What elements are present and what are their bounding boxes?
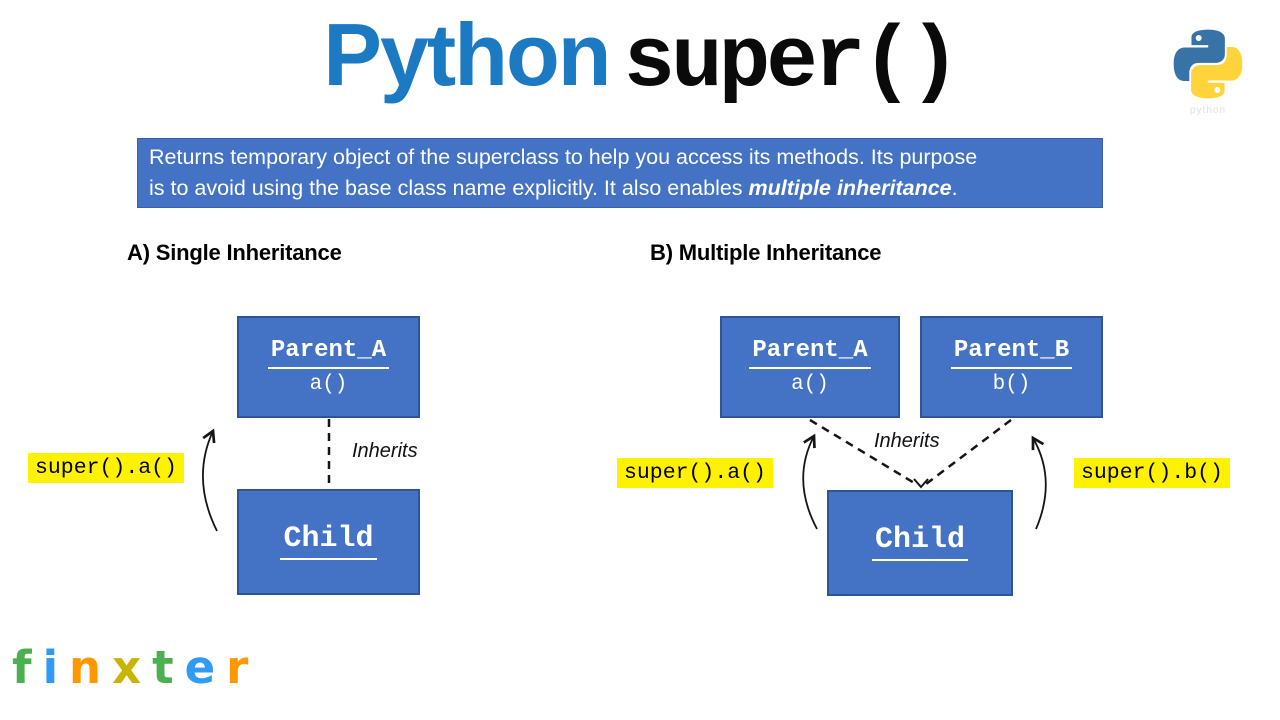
finxter-logo: f i n x t e r (12, 645, 248, 690)
class-box-single-parent-a: Parent_A a() (237, 316, 420, 418)
title-word-python: Python (323, 5, 611, 104)
finxter-letter: t (152, 641, 174, 694)
definition-line-2: is to avoid using the base class name ex… (149, 173, 1102, 204)
super-call-arrow-single (202, 428, 218, 532)
finxter-letter: n (69, 641, 102, 694)
python-snake-blue (1173, 29, 1225, 81)
inherits-label-multi: Inherits (874, 430, 940, 452)
super-call-label-single: super().a() (28, 453, 184, 483)
super-call-arrow-multi-a (802, 433, 818, 530)
class-box-multi-parent-a: Parent_A a() (720, 316, 900, 418)
title-word-super: super() (623, 13, 960, 111)
class-box-single-child: Child (237, 489, 420, 595)
python-snake-yellow (1191, 47, 1243, 99)
heading-multiple-inheritance: B) Multiple Inheritance (650, 240, 882, 265)
finxter-letter: i (42, 641, 59, 694)
heading-single-inheritance: A) Single Inheritance (127, 240, 342, 265)
super-call-label-multi-b: super().b() (1074, 458, 1230, 488)
class-box-multi-parent-b: Parent_B b() (920, 316, 1103, 418)
class-name: Child (280, 523, 377, 561)
class-method: a() (309, 372, 348, 396)
inherits-arrowhead-multi (913, 478, 929, 489)
python-wordmark: python (1189, 105, 1227, 116)
python-logo: python (1164, 24, 1252, 116)
inherits-label-single: Inherits (352, 440, 418, 462)
definition-line-2-text: is to avoid using the base class name ex… (149, 176, 749, 200)
class-name: Parent_A (267, 338, 390, 369)
class-name: Parent_B (950, 338, 1073, 369)
class-method: b() (992, 372, 1031, 396)
finxter-letter: r (226, 641, 249, 694)
super-call-label-multi-a: super().a() (617, 458, 773, 488)
class-box-multi-child: Child (827, 490, 1013, 596)
definition-line-2-period: . (951, 176, 958, 200)
class-name: Parent_A (749, 338, 871, 369)
definition-line-1: Returns temporary object of the supercla… (149, 145, 978, 169)
class-method: a() (791, 372, 829, 396)
class-name: Child (871, 524, 968, 562)
finxter-letter: f (12, 641, 32, 694)
finxter-letter: e (184, 641, 216, 694)
finxter-letter: x (112, 641, 142, 694)
definition-callout: Returns temporary object of the supercla… (137, 138, 1103, 208)
super-call-arrow-multi-b (1031, 435, 1047, 530)
definition-emphasis: multiple inheritance (748, 176, 952, 200)
python-logo-icon (1173, 29, 1243, 99)
